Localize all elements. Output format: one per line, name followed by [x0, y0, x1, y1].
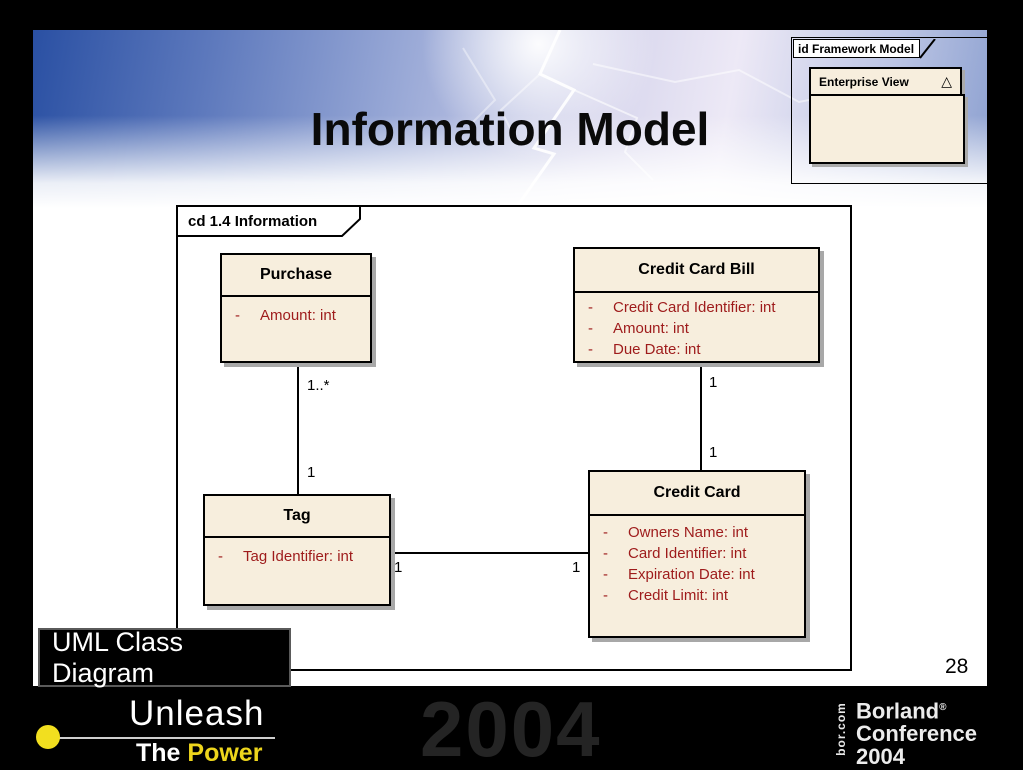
- attribute-row: - Due Date: int: [575, 341, 818, 362]
- visibility-minus-icon: -: [603, 587, 608, 604]
- attribute-text: Card Identifier: int: [628, 545, 747, 562]
- attribute-row: - Amount: int: [575, 320, 818, 341]
- visibility-minus-icon: -: [235, 307, 240, 324]
- attribute-text: Owners Name: int: [628, 524, 749, 541]
- borcon-vertical-text: bor.com: [834, 702, 848, 756]
- enterprise-view-package-header: Enterprise View △: [809, 67, 962, 96]
- class-name: Credit Card: [590, 472, 804, 516]
- attribute-row: - Credit Card Identifier: int: [575, 299, 818, 320]
- power-text: Power: [187, 739, 263, 767]
- class-attributes: - Amount: int: [222, 297, 370, 328]
- visibility-minus-icon: -: [588, 299, 593, 316]
- attribute-row: - Owners Name: int: [590, 524, 804, 545]
- diagram-frame-tab: [176, 205, 361, 237]
- borland-line3: 2004: [856, 744, 905, 770]
- attribute-text: Expiration Date: int: [628, 566, 755, 583]
- registered-mark-icon: ®: [939, 702, 947, 713]
- class-box-credit-card: Credit Card - Owners Name: int - Card Id…: [588, 470, 806, 638]
- enterprise-frame-tab: id Framework Model: [793, 39, 940, 59]
- the-text: The: [136, 739, 188, 767]
- frame-tab-diagonal: [920, 39, 936, 59]
- attribute-text: Amount: int: [613, 320, 689, 337]
- diagram-frame: cd 1.4 Information: [176, 205, 852, 671]
- attribute-text: Due Date: int: [613, 341, 701, 358]
- borland-line1: Borland®: [856, 698, 947, 724]
- class-box-purchase: Purchase - Amount: int: [220, 253, 372, 363]
- year-watermark: 2004: [420, 685, 602, 770]
- caption-text: UML Class Diagram: [52, 626, 184, 688]
- class-attributes: - Tag Identifier: int: [205, 538, 389, 569]
- enterprise-frame-tab-label: id Framework Model: [793, 39, 921, 58]
- class-attributes: - Owners Name: int - Card Identifier: in…: [590, 516, 804, 608]
- multiplicity-label: 1..*: [307, 377, 330, 394]
- enterprise-view-package-body: [809, 94, 965, 164]
- triangle-icon: △: [941, 73, 952, 89]
- association-tag-card: [391, 552, 588, 554]
- association-purchase-tag: [297, 361, 299, 494]
- logo-underline: [48, 737, 275, 739]
- attribute-row: - Expiration Date: int: [590, 566, 804, 587]
- visibility-minus-icon: -: [603, 524, 608, 541]
- unleash-text: Unleash: [129, 694, 265, 733]
- attribute-row: - Credit Limit: int: [590, 587, 804, 608]
- attribute-text: Amount: int: [260, 307, 336, 324]
- class-box-tag: Tag - Tag Identifier: int: [203, 494, 391, 606]
- slide: Information Model id Framework Model Ent…: [33, 30, 989, 688]
- attribute-text: Credit Limit: int: [628, 587, 729, 604]
- page-number: 28: [945, 655, 969, 678]
- visibility-minus-icon: -: [603, 566, 608, 583]
- yellow-dot-icon: [36, 725, 60, 749]
- diagram-frame-label: cd 1.4 Information: [188, 213, 318, 230]
- borland-logo-text: Borland® Conference 2004: [856, 696, 977, 768]
- attribute-text: Credit Card Identifier: int: [613, 299, 776, 316]
- class-name: Credit Card Bill: [575, 249, 818, 293]
- caption-box: UML Class Diagram: [38, 626, 291, 688]
- visibility-minus-icon: -: [588, 341, 593, 358]
- attribute-row: - Card Identifier: int: [590, 545, 804, 566]
- attribute-row: - Amount: int: [222, 307, 370, 328]
- multiplicity-label: 1: [307, 464, 316, 481]
- visibility-minus-icon: -: [603, 545, 608, 562]
- multiplicity-label: 1: [572, 559, 581, 576]
- enterprise-frame: id Framework Model Enterprise View △: [791, 37, 989, 184]
- unleash-the-power-logo: Unleash The Power: [30, 692, 290, 768]
- class-attributes: - Credit Card Identifier: int - Amount: …: [575, 293, 818, 362]
- association-bill-card: [700, 361, 702, 470]
- class-box-credit-card-bill: Credit Card Bill - Credit Card Identifie…: [573, 247, 820, 363]
- page-title: Information Model: [310, 103, 710, 155]
- visibility-minus-icon: -: [218, 548, 223, 565]
- borland-line2: Conference: [856, 721, 978, 747]
- multiplicity-label: 1: [709, 374, 718, 391]
- multiplicity-label: 1: [709, 444, 718, 461]
- attribute-row: - Tag Identifier: int: [205, 548, 389, 569]
- enterprise-view-label: Enterprise View: [819, 74, 909, 89]
- visibility-minus-icon: -: [588, 320, 593, 337]
- multiplicity-label: 1: [394, 559, 403, 576]
- class-name: Purchase: [222, 255, 370, 297]
- attribute-text: Tag Identifier: int: [243, 548, 354, 565]
- class-name: Tag: [205, 496, 389, 538]
- the-power-text: The Power: [136, 739, 262, 768]
